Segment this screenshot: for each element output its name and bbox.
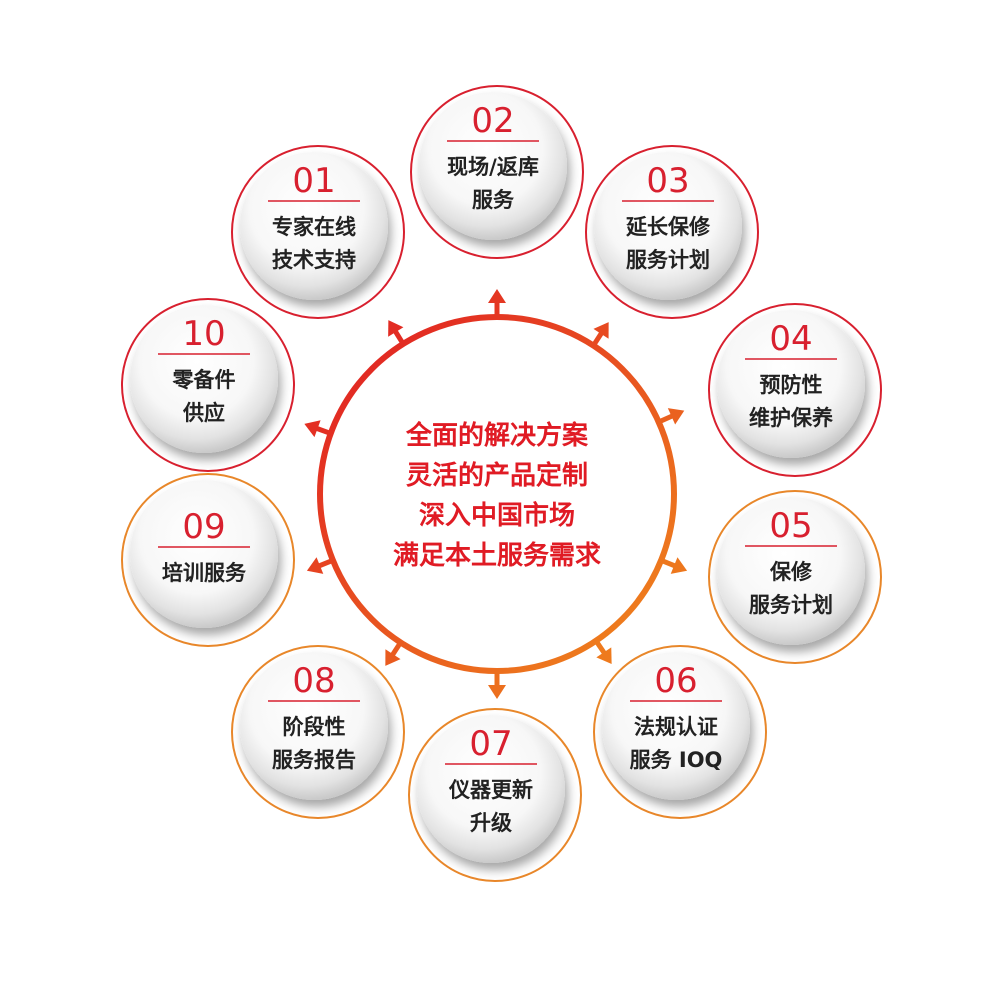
service-number: 06	[654, 661, 697, 701]
ring-arrow-head	[667, 408, 685, 425]
center-ring-circle	[317, 314, 677, 674]
ring-arrow-shaft	[389, 641, 403, 658]
ring-arrow-head	[388, 320, 404, 337]
ring-arrow-shaft	[657, 413, 675, 425]
ring-arrow-shaft	[314, 425, 332, 436]
service-number: 07	[469, 724, 512, 764]
service-label-line: 服务计划	[626, 248, 710, 272]
service-label-line: 供应	[182, 401, 225, 425]
center-line-1: 全面的解决方案	[405, 420, 589, 451]
service-bubble-disc	[417, 715, 565, 863]
service-label-line: 零备件	[172, 368, 236, 392]
service-label-line: 延长保修	[625, 215, 711, 239]
service-label-line: 阶段性	[283, 715, 346, 739]
ring-arrow-head	[670, 557, 688, 574]
service-label-line: 专家在线	[272, 215, 356, 239]
ring-arrow-shaft	[593, 639, 607, 656]
ring-arrow-head	[385, 649, 401, 666]
ring-arrow-head	[596, 647, 612, 664]
service-label-line: 仪器更新	[448, 778, 533, 802]
ring-arrow-head	[306, 557, 324, 574]
ring-arrow-shaft	[660, 557, 677, 569]
center-line-4: 满足本土服务需求	[393, 541, 601, 571]
service-label-line: 技术支持	[272, 248, 356, 272]
service-bubble-disc	[240, 652, 388, 800]
center-line-2: 灵活的产品定制	[406, 460, 588, 491]
service-label-line: 服务计划	[749, 593, 833, 617]
ring-arrow-shaft	[392, 329, 406, 346]
service-number: 08	[292, 661, 335, 701]
service-number: 09	[182, 507, 225, 547]
service-label-line: 现场/返库	[447, 155, 539, 179]
service-bubble-disc	[717, 497, 865, 645]
service-bubble-disc	[602, 652, 750, 800]
center-line-3: 深入中国市场	[419, 500, 575, 531]
service-number: 01	[292, 161, 335, 201]
ring-arrow-head	[304, 420, 321, 438]
service-label-line: 法规认证	[634, 715, 718, 739]
service-label-line: 维护保养	[749, 406, 833, 430]
service-label-line: 培训服务	[162, 561, 247, 585]
service-number: 02	[471, 101, 514, 141]
service-label-line: 预防性	[760, 373, 823, 397]
service-bubble-09: 09 培训服务	[121, 473, 295, 647]
service-bubble-disc	[594, 152, 742, 300]
center-ring	[317, 314, 677, 674]
service-bubble-disc	[717, 310, 865, 458]
service-number: 05	[769, 506, 812, 546]
ring-arrow-shaft	[591, 330, 605, 347]
center-slogan: 全面的解决方案 灵活的产品定制 深入中国市场 满足本土服务需求	[393, 420, 601, 571]
service-number: 03	[646, 161, 689, 201]
ring-arrow-head	[488, 685, 506, 699]
service-label-line: 服务	[472, 188, 515, 212]
service-bubble-disc	[240, 152, 388, 300]
ring-arrows	[304, 289, 688, 699]
service-label-line: 服务 IOQ	[630, 748, 723, 772]
service-label-line: 升级	[470, 811, 512, 835]
ring-arrow-head	[593, 322, 609, 339]
ring-arrow-head	[488, 289, 506, 303]
service-number: 10	[182, 314, 225, 354]
service-bubble-disc	[130, 305, 278, 453]
service-bubble-disc	[419, 92, 567, 240]
ring-arrow-shaft	[317, 557, 334, 569]
service-label-line: 保修	[769, 560, 813, 584]
service-bubble-disc	[130, 480, 278, 628]
service-number: 04	[769, 319, 812, 359]
service-label-line: 服务报告	[272, 748, 356, 772]
